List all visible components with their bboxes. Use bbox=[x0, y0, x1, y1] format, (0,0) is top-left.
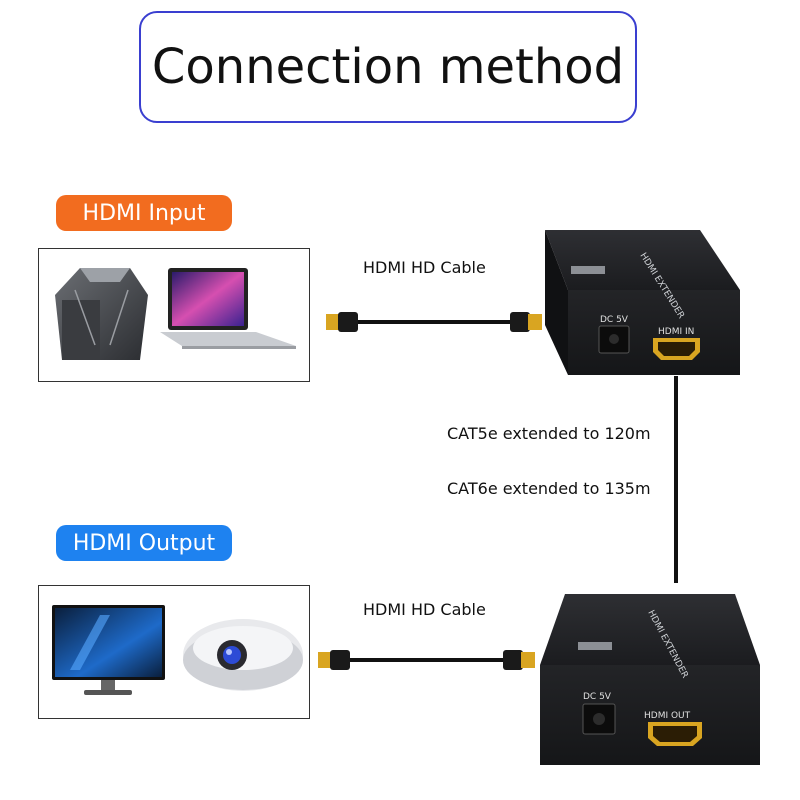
hdmi-connector-icon bbox=[326, 312, 358, 332]
transmitter-unit: HDMI EXTENDER DC 5V HDMI IN bbox=[545, 230, 740, 375]
monitor-icon bbox=[52, 605, 165, 695]
cat6e-range-label: CAT6e extended to 135m bbox=[447, 479, 651, 498]
hdmi-cable-bottom bbox=[318, 650, 535, 670]
laptop-icon bbox=[160, 268, 296, 349]
hdmi-connector-icon bbox=[510, 312, 542, 332]
diagram-title: Connection method bbox=[139, 11, 637, 123]
hdmi-connector-icon bbox=[318, 650, 350, 670]
desktop-pc-icon bbox=[55, 268, 148, 360]
hdmi-output-badge: HDMI Output bbox=[56, 525, 232, 561]
bottom-cable-label: HDMI HD Cable bbox=[363, 600, 486, 619]
receiver-unit: HDMI EXTENDER DC 5V HDMI OUT bbox=[540, 594, 760, 765]
transmitter-hdmi-label: HDMI IN bbox=[658, 327, 694, 337]
transmitter-power-label: DC 5V bbox=[600, 315, 629, 325]
hdmi-port-icon bbox=[653, 338, 700, 360]
hdmi-connector-icon bbox=[503, 650, 535, 670]
receiver-power-label: DC 5V bbox=[583, 692, 612, 702]
projector-icon bbox=[183, 619, 303, 691]
hdmi-cable-top bbox=[326, 312, 542, 332]
receiver-hdmi-label: HDMI OUT bbox=[644, 711, 691, 721]
cat5e-range-label: CAT5e extended to 120m bbox=[447, 424, 651, 443]
hdmi-port-icon bbox=[648, 722, 702, 746]
hdmi-input-badge: HDMI Input bbox=[56, 195, 232, 231]
top-cable-label: HDMI HD Cable bbox=[363, 258, 486, 277]
